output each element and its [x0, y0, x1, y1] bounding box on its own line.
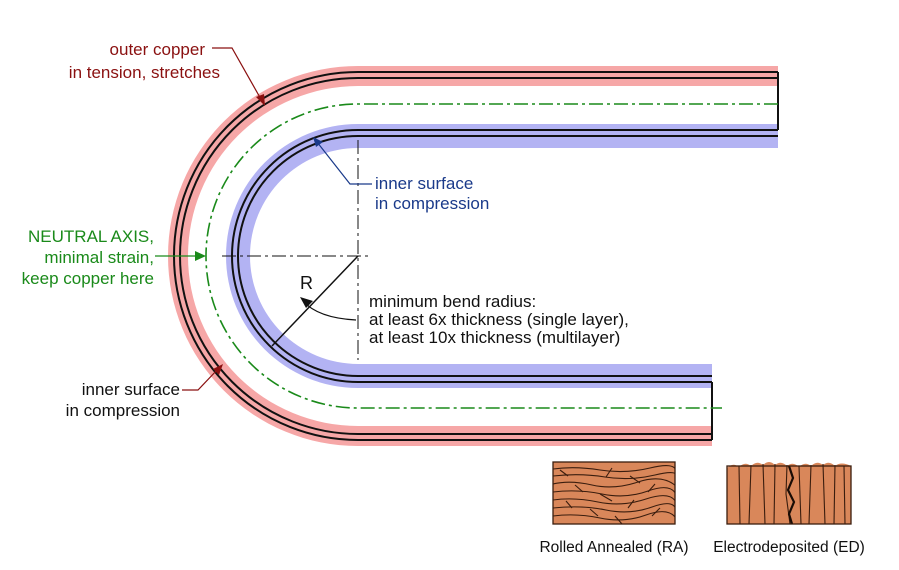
neutral-label-line-2: minimal strain, [44, 248, 154, 267]
ed-caption: Electrodeposited (ED) [713, 539, 865, 556]
electrodeposited-grain-sample [726, 462, 852, 525]
bend-radius-line-1: minimum bend radius: [369, 292, 536, 311]
inner-top-label-line-1: inner surface [375, 174, 473, 193]
radius-line [271, 255, 359, 347]
neutral-axis-line [205, 103, 778, 409]
ed-crack [786, 465, 796, 525]
inner-top-leader [316, 141, 372, 185]
bend-radius-line-2: at least 6x thickness (single layer), [369, 310, 629, 329]
outer-label-arrowhead [256, 94, 265, 106]
inner-top-arrowhead [313, 137, 323, 147]
ra-caption: Rolled Annealed (RA) [539, 539, 688, 556]
radius-symbol: R [300, 273, 313, 293]
outer-label-line-1: outer copper [110, 40, 206, 59]
inner-bottom-label-line-2: in compression [66, 401, 180, 420]
neutral-label-line-3: keep copper here [22, 269, 154, 288]
bend-radius-leader [302, 300, 357, 321]
bend-radius-arrowhead [300, 297, 313, 308]
rolled-annealed-grain-sample [552, 461, 676, 525]
neutral-label-line-1: NEUTRAL AXIS, [28, 227, 154, 246]
outer-label-leader [212, 47, 263, 102]
neutral-label-arrowhead [195, 251, 206, 261]
inner-bottom-arrowhead [213, 364, 223, 375]
inner-bottom-label-line-1: inner surface [82, 380, 180, 399]
inner-compression-zone [226, 124, 778, 388]
inner-top-label-line-2: in compression [375, 194, 489, 213]
inner-bottom-leader [182, 368, 219, 391]
outer-label-line-2: in tension, stretches [69, 63, 220, 82]
bend-radius-line-3: at least 10x thickness (multilayer) [369, 328, 620, 347]
inner-copper-inner-outline [237, 135, 778, 377]
